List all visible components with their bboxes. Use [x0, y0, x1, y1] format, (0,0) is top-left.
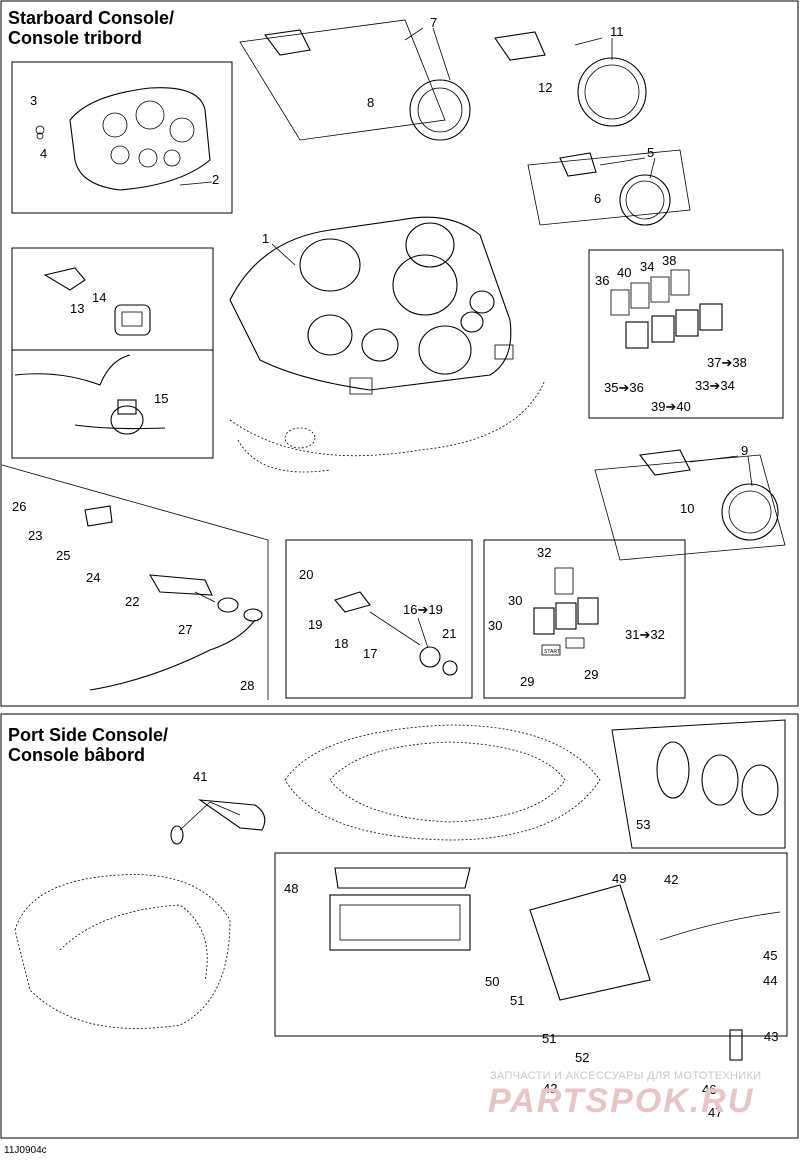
- label-35: 35➔36: [604, 380, 644, 395]
- gauge-7-8: [239, 19, 471, 141]
- inset-buzzer-15: [11, 349, 214, 459]
- label-28: 28: [240, 678, 254, 693]
- watermark-text: ЗАПЧАСТИ И АКСЕССУАРЫ ДЛЯ МОТОТЕХНИКИ: [490, 1070, 762, 1082]
- label-29a: 29: [520, 674, 534, 689]
- label-17: 17: [363, 646, 377, 661]
- label-52: 52: [575, 1050, 589, 1065]
- label-33: 33➔34: [695, 378, 735, 393]
- start-stop-29-32: START: [533, 567, 599, 656]
- switches-33-40: [610, 269, 723, 349]
- label-26: 26: [12, 499, 26, 514]
- label-51a: 51: [510, 993, 524, 1008]
- starboard-console-title: Starboard Console/ Console tribord: [8, 8, 174, 48]
- lanyard-16-21: [334, 591, 458, 676]
- label-45: 45: [763, 948, 777, 963]
- radio-42-52: [329, 867, 781, 1061]
- starboard-console-body: [229, 216, 546, 473]
- label-2: 2: [212, 172, 219, 187]
- label-50: 50: [485, 974, 499, 989]
- label-7: 7: [430, 15, 437, 30]
- label-16: 16➔19: [403, 602, 443, 617]
- port-title-line1: Port Side Console/: [8, 725, 169, 745]
- port-console-title: Port Side Console/ Console bâbord: [8, 725, 168, 765]
- label-39: 39➔40: [651, 399, 691, 414]
- label-22: 22: [125, 594, 139, 609]
- boat-hull: [284, 724, 601, 841]
- label-37: 37➔38: [707, 355, 747, 370]
- inset-start-stop-29-32: [483, 539, 686, 699]
- label-30b: 30: [488, 618, 502, 633]
- label-47: 47: [708, 1105, 722, 1120]
- start-stop-text: START: [544, 649, 560, 655]
- label-31: 31➔32: [625, 627, 665, 642]
- inset-switches-33-40: [588, 249, 784, 419]
- buzzer-15-part: [14, 354, 166, 435]
- label-10: 10: [680, 501, 694, 516]
- label-44: 44: [763, 973, 777, 988]
- starboard-frame: [0, 0, 799, 707]
- port-frame: [0, 713, 799, 1139]
- speaker-53: [656, 741, 779, 816]
- label-23: 23: [28, 528, 42, 543]
- label-34: 34: [640, 259, 654, 274]
- label-4: 4: [40, 146, 47, 161]
- starboard-title-line2: Console tribord: [8, 28, 142, 48]
- label-12: 12: [538, 80, 552, 95]
- label-38: 38: [662, 253, 676, 268]
- label-20: 20: [299, 567, 313, 582]
- label-40: 40: [617, 265, 631, 280]
- label-51b: 51: [542, 1031, 556, 1046]
- label-21: 21: [442, 626, 456, 641]
- console-top-part: [35, 87, 213, 191]
- starboard-title-line1: Starboard Console/: [8, 8, 175, 28]
- inset-speaker-53: [611, 719, 786, 849]
- label-6: 6: [594, 191, 601, 206]
- label-15: 15: [154, 391, 168, 406]
- label-27: 27: [178, 622, 192, 637]
- label-3: 3: [30, 93, 37, 108]
- label-11: 11: [610, 24, 624, 39]
- label-48: 48: [284, 881, 298, 896]
- inset-radio-42-52: [274, 852, 788, 1037]
- gauge-11-12: [494, 31, 647, 127]
- inset-console-top: [11, 61, 233, 214]
- label-25: 25: [56, 548, 70, 563]
- label-46: 46: [702, 1082, 716, 1097]
- label-49: 49: [612, 871, 626, 886]
- label-36: 36: [595, 273, 609, 288]
- label-8: 8: [367, 95, 374, 110]
- label-9: 9: [741, 443, 748, 458]
- divider-22-28: [1, 464, 269, 700]
- label-24: 24: [86, 570, 100, 585]
- leader-lines: [179, 27, 753, 831]
- label-42a: 42: [664, 872, 678, 887]
- inset-lanyard-16-21: [285, 539, 473, 699]
- label-18: 18: [334, 636, 348, 651]
- inset-meter-14: [11, 247, 214, 351]
- port-console-body: [14, 799, 266, 1029]
- label-13: 13: [70, 301, 84, 316]
- label-42b: 42: [543, 1081, 557, 1096]
- label-30a: 30: [508, 593, 522, 608]
- label-1: 1: [262, 231, 269, 246]
- port-title-line2: Console bâbord: [8, 745, 146, 765]
- label-5: 5: [647, 145, 654, 160]
- label-19: 19: [308, 617, 322, 632]
- label-53: 53: [636, 817, 650, 832]
- connector-22-28: [84, 505, 263, 691]
- label-14: 14: [92, 290, 106, 305]
- gauge-5-6: [527, 149, 691, 226]
- label-29b: 29: [584, 667, 598, 682]
- label-32: 32: [537, 545, 551, 560]
- watermark-logo: PARTSPOK.RU: [488, 1082, 755, 1120]
- label-41: 41: [193, 769, 207, 784]
- drawing-code: 11J0904c: [4, 1145, 47, 1156]
- label-43: 43: [764, 1029, 778, 1044]
- meter-14-part: [43, 267, 151, 336]
